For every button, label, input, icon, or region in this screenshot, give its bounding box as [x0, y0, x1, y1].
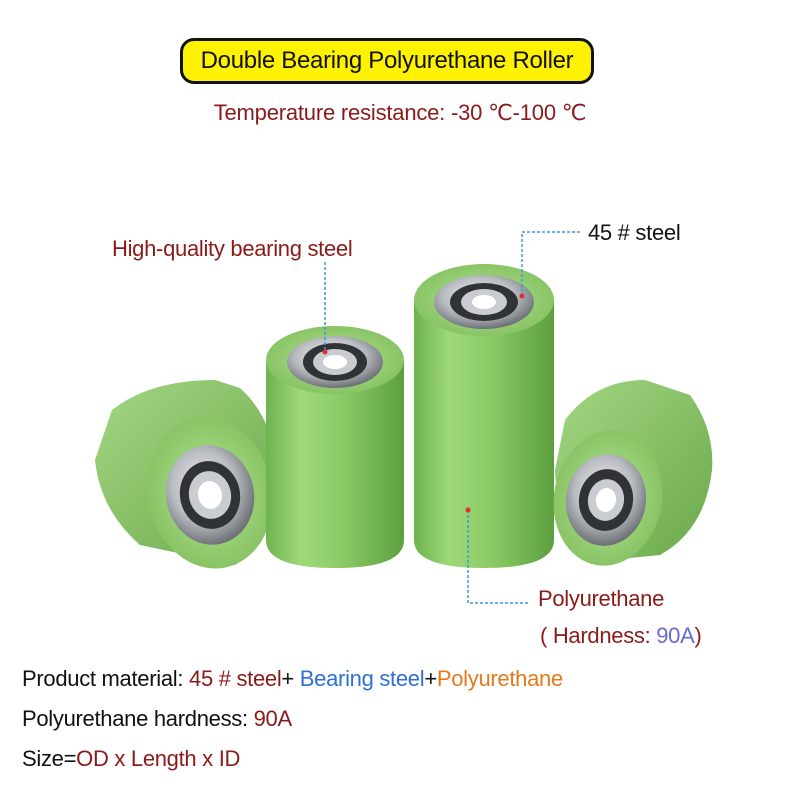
spec-hardness: Polyurethane hardness: 90A [22, 706, 292, 732]
product-title-badge: Double Bearing Polyurethane Roller [180, 38, 594, 84]
hardness-open: ( Hardness: [540, 623, 657, 648]
marker-polyurethane [465, 507, 471, 513]
product-title: Double Bearing Polyurethane Roller [200, 47, 574, 74]
spec-material-steel: 45 # steel [189, 666, 282, 691]
spec-material: Product material: 45 # steel+ Bearing st… [22, 666, 563, 692]
callout-45-steel: 45 # steel [588, 220, 681, 245]
spec-material-label: Product material: [22, 666, 190, 691]
hardness-close: ) [694, 623, 702, 648]
spec-material-plus-2: + [424, 666, 437, 691]
spec-size: Size=OD x Length x ID [22, 746, 240, 772]
spec-material-bearing: Bearing steel [299, 666, 425, 691]
roller-right [553, 380, 713, 566]
roller-middle [266, 326, 404, 568]
spec-hardness-value: 90A [253, 706, 293, 731]
leader-45-steel [521, 231, 580, 296]
spec-size-label: Size= [22, 746, 77, 771]
callout-polyurethane: Polyurethane [538, 586, 665, 611]
callout-bearing-steel: High-quality bearing steel [112, 236, 353, 261]
spec-material-plus-1: + [281, 666, 300, 691]
hardness-value: 90A [656, 623, 695, 648]
marker-45-steel [519, 293, 525, 299]
spec-hardness-label: Polyurethane hardness: [22, 706, 254, 731]
callout-hardness: ( Hardness: 90A) [540, 623, 702, 649]
spec-material-pu: Polyurethane [436, 666, 563, 691]
roller-center [414, 264, 554, 568]
marker-bearing-steel [322, 349, 328, 355]
spec-size-value: OD x Length x ID [76, 746, 241, 771]
temperature-resistance: Temperature resistance: -30 ℃-100 ℃ [213, 100, 587, 125]
leader-lines [324, 231, 580, 604]
roller-left [95, 380, 275, 569]
leader-polyurethane [467, 510, 530, 604]
